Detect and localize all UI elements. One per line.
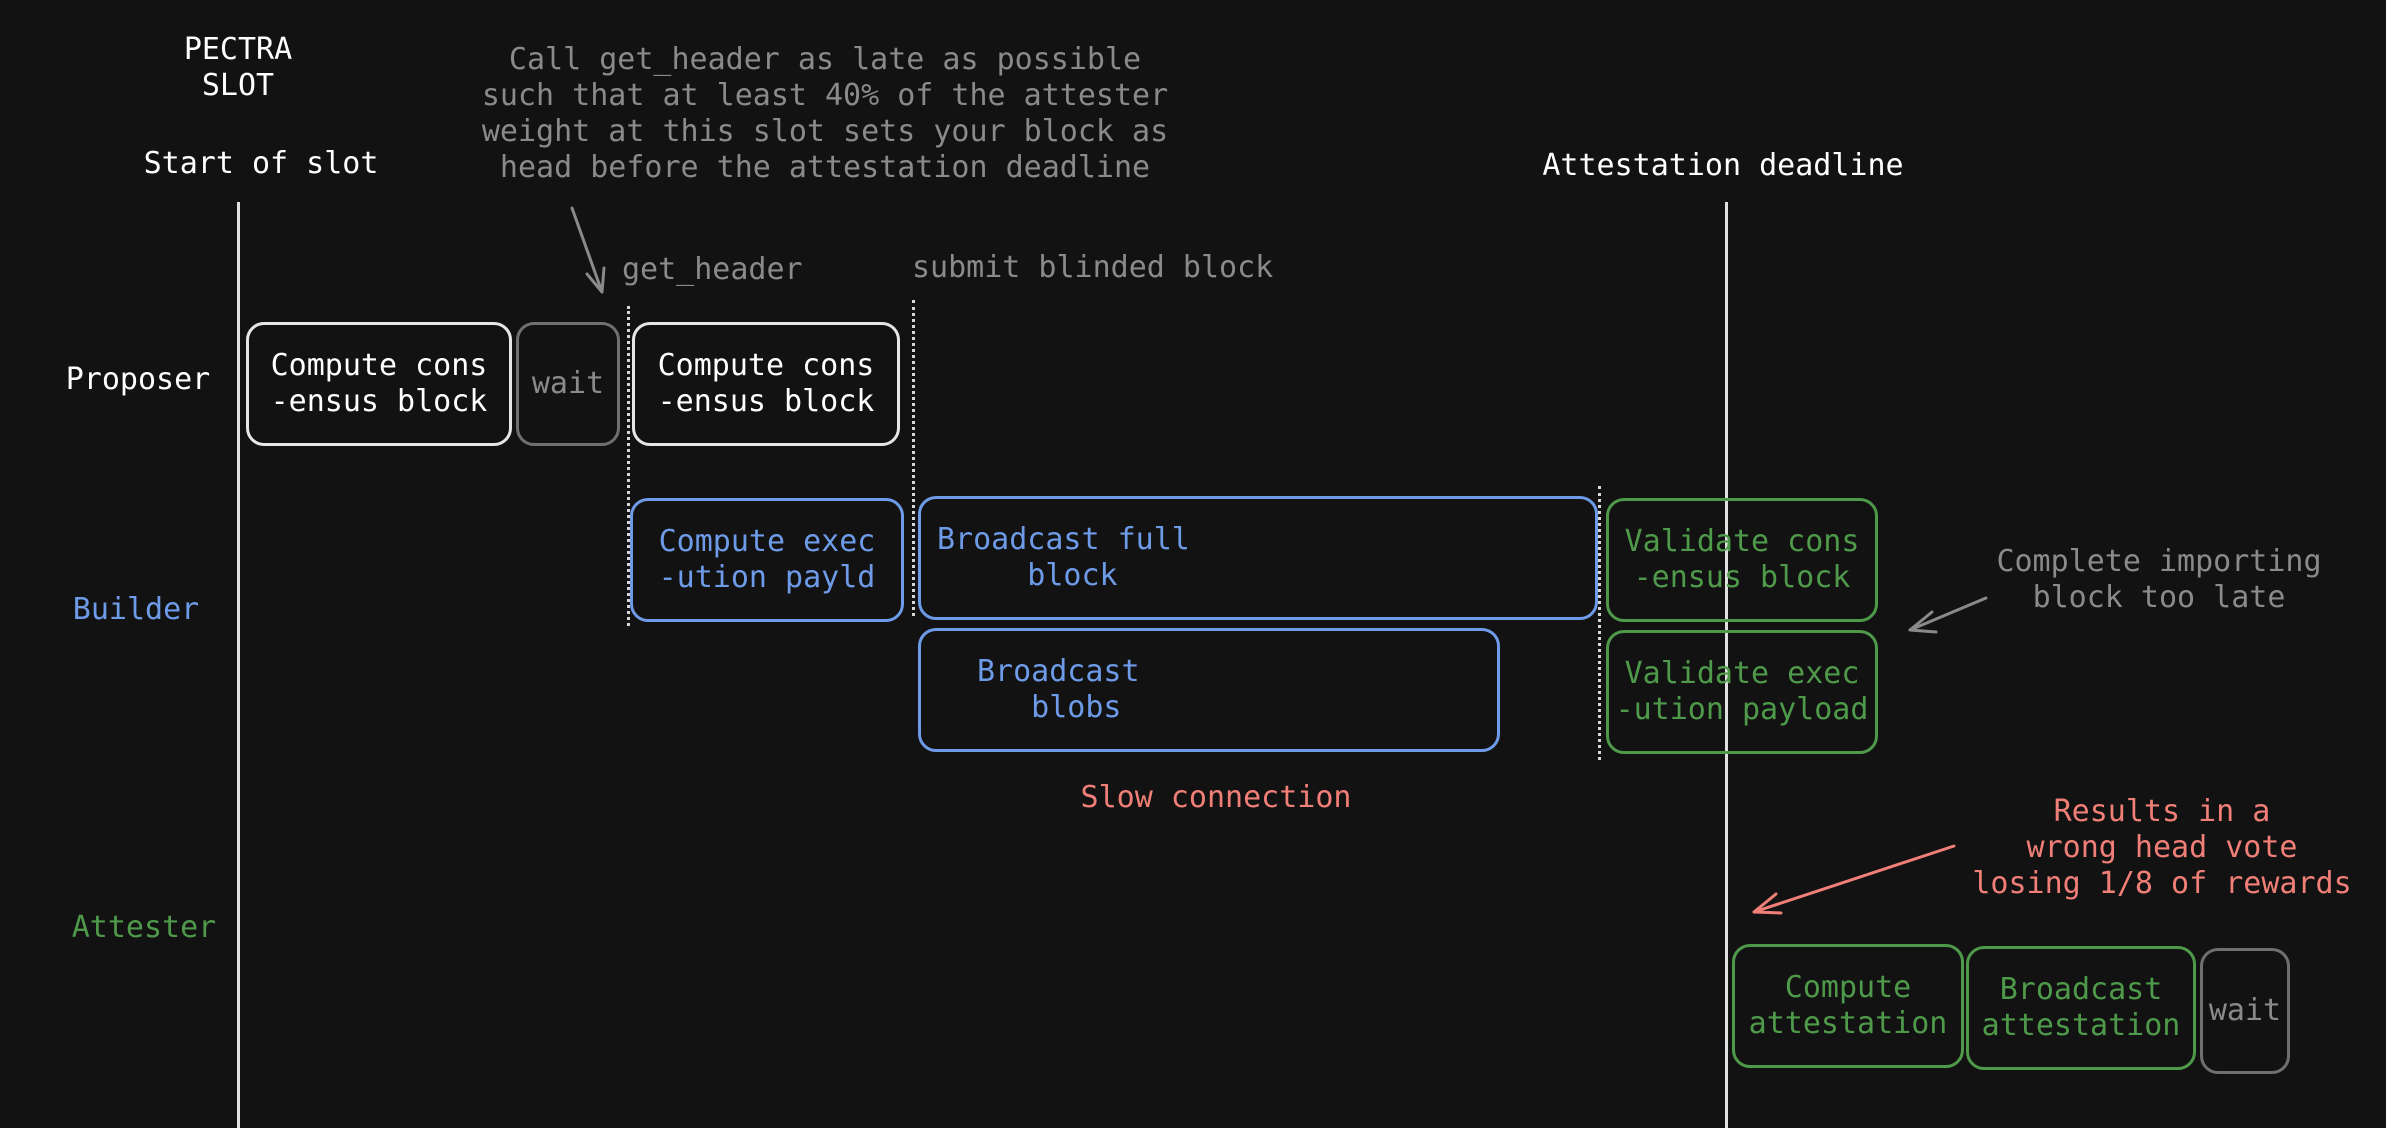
- builder-broadcast-blobs: Broadcast blobs: [918, 628, 1500, 752]
- attester-compute-attestation: Compute attestation: [1732, 944, 1964, 1068]
- attestation-deadline-label: Attestation deadline: [1542, 148, 1904, 183]
- validate-execution-payload: Validate exec -ution payload: [1606, 630, 1878, 754]
- start-of-slot-label: Start of slot: [143, 146, 379, 181]
- proposer-compute-consensus-block: Compute cons -ensus block: [246, 322, 512, 446]
- get-header-marker-label: get_header: [622, 252, 803, 287]
- submit-blinded-block-marker-label: submit blinded block: [912, 250, 1274, 285]
- get-header-timing-note: Call get_header as late as possible such…: [481, 42, 1169, 185]
- late-import-note: Complete importing block too late: [1996, 544, 2322, 615]
- row-label-attester: Attester: [71, 910, 217, 945]
- attester-broadcast-attestation: Broadcast attestation: [1966, 946, 2196, 1070]
- get-header-note-arrow: [570, 206, 606, 294]
- proposer-compute-consensus-block-2: Compute cons -ensus block: [632, 322, 900, 446]
- builder-broadcast-full-block: Broadcast full block: [918, 496, 1598, 620]
- builder-compute-execution-payload: Compute exec -ution payld: [630, 498, 904, 622]
- slot-title: PECTRA SLOT: [183, 32, 293, 103]
- row-label-builder: Builder: [72, 592, 200, 627]
- wrong-head-vote-note: Results in a wrong head vote losing 1/8 …: [1972, 794, 2352, 901]
- import-complete-marker-line: [1598, 486, 1601, 760]
- row-label-proposer: Proposer: [65, 362, 211, 397]
- late-import-arrow: [1908, 596, 1988, 634]
- attestation-deadline-line: [1725, 202, 1728, 1128]
- proposer-wait: wait: [516, 322, 620, 446]
- slot-start-line: [237, 202, 240, 1128]
- attester-wait: wait: [2200, 948, 2290, 1074]
- slow-connection-label: Slow connection: [1080, 780, 1352, 815]
- submit-blinded-block-marker-line: [912, 300, 915, 616]
- wrong-head-vote-arrow: [1752, 844, 1956, 915]
- validate-consensus-block: Validate cons -ensus block: [1606, 498, 1878, 622]
- get-header-marker-line: [627, 306, 630, 626]
